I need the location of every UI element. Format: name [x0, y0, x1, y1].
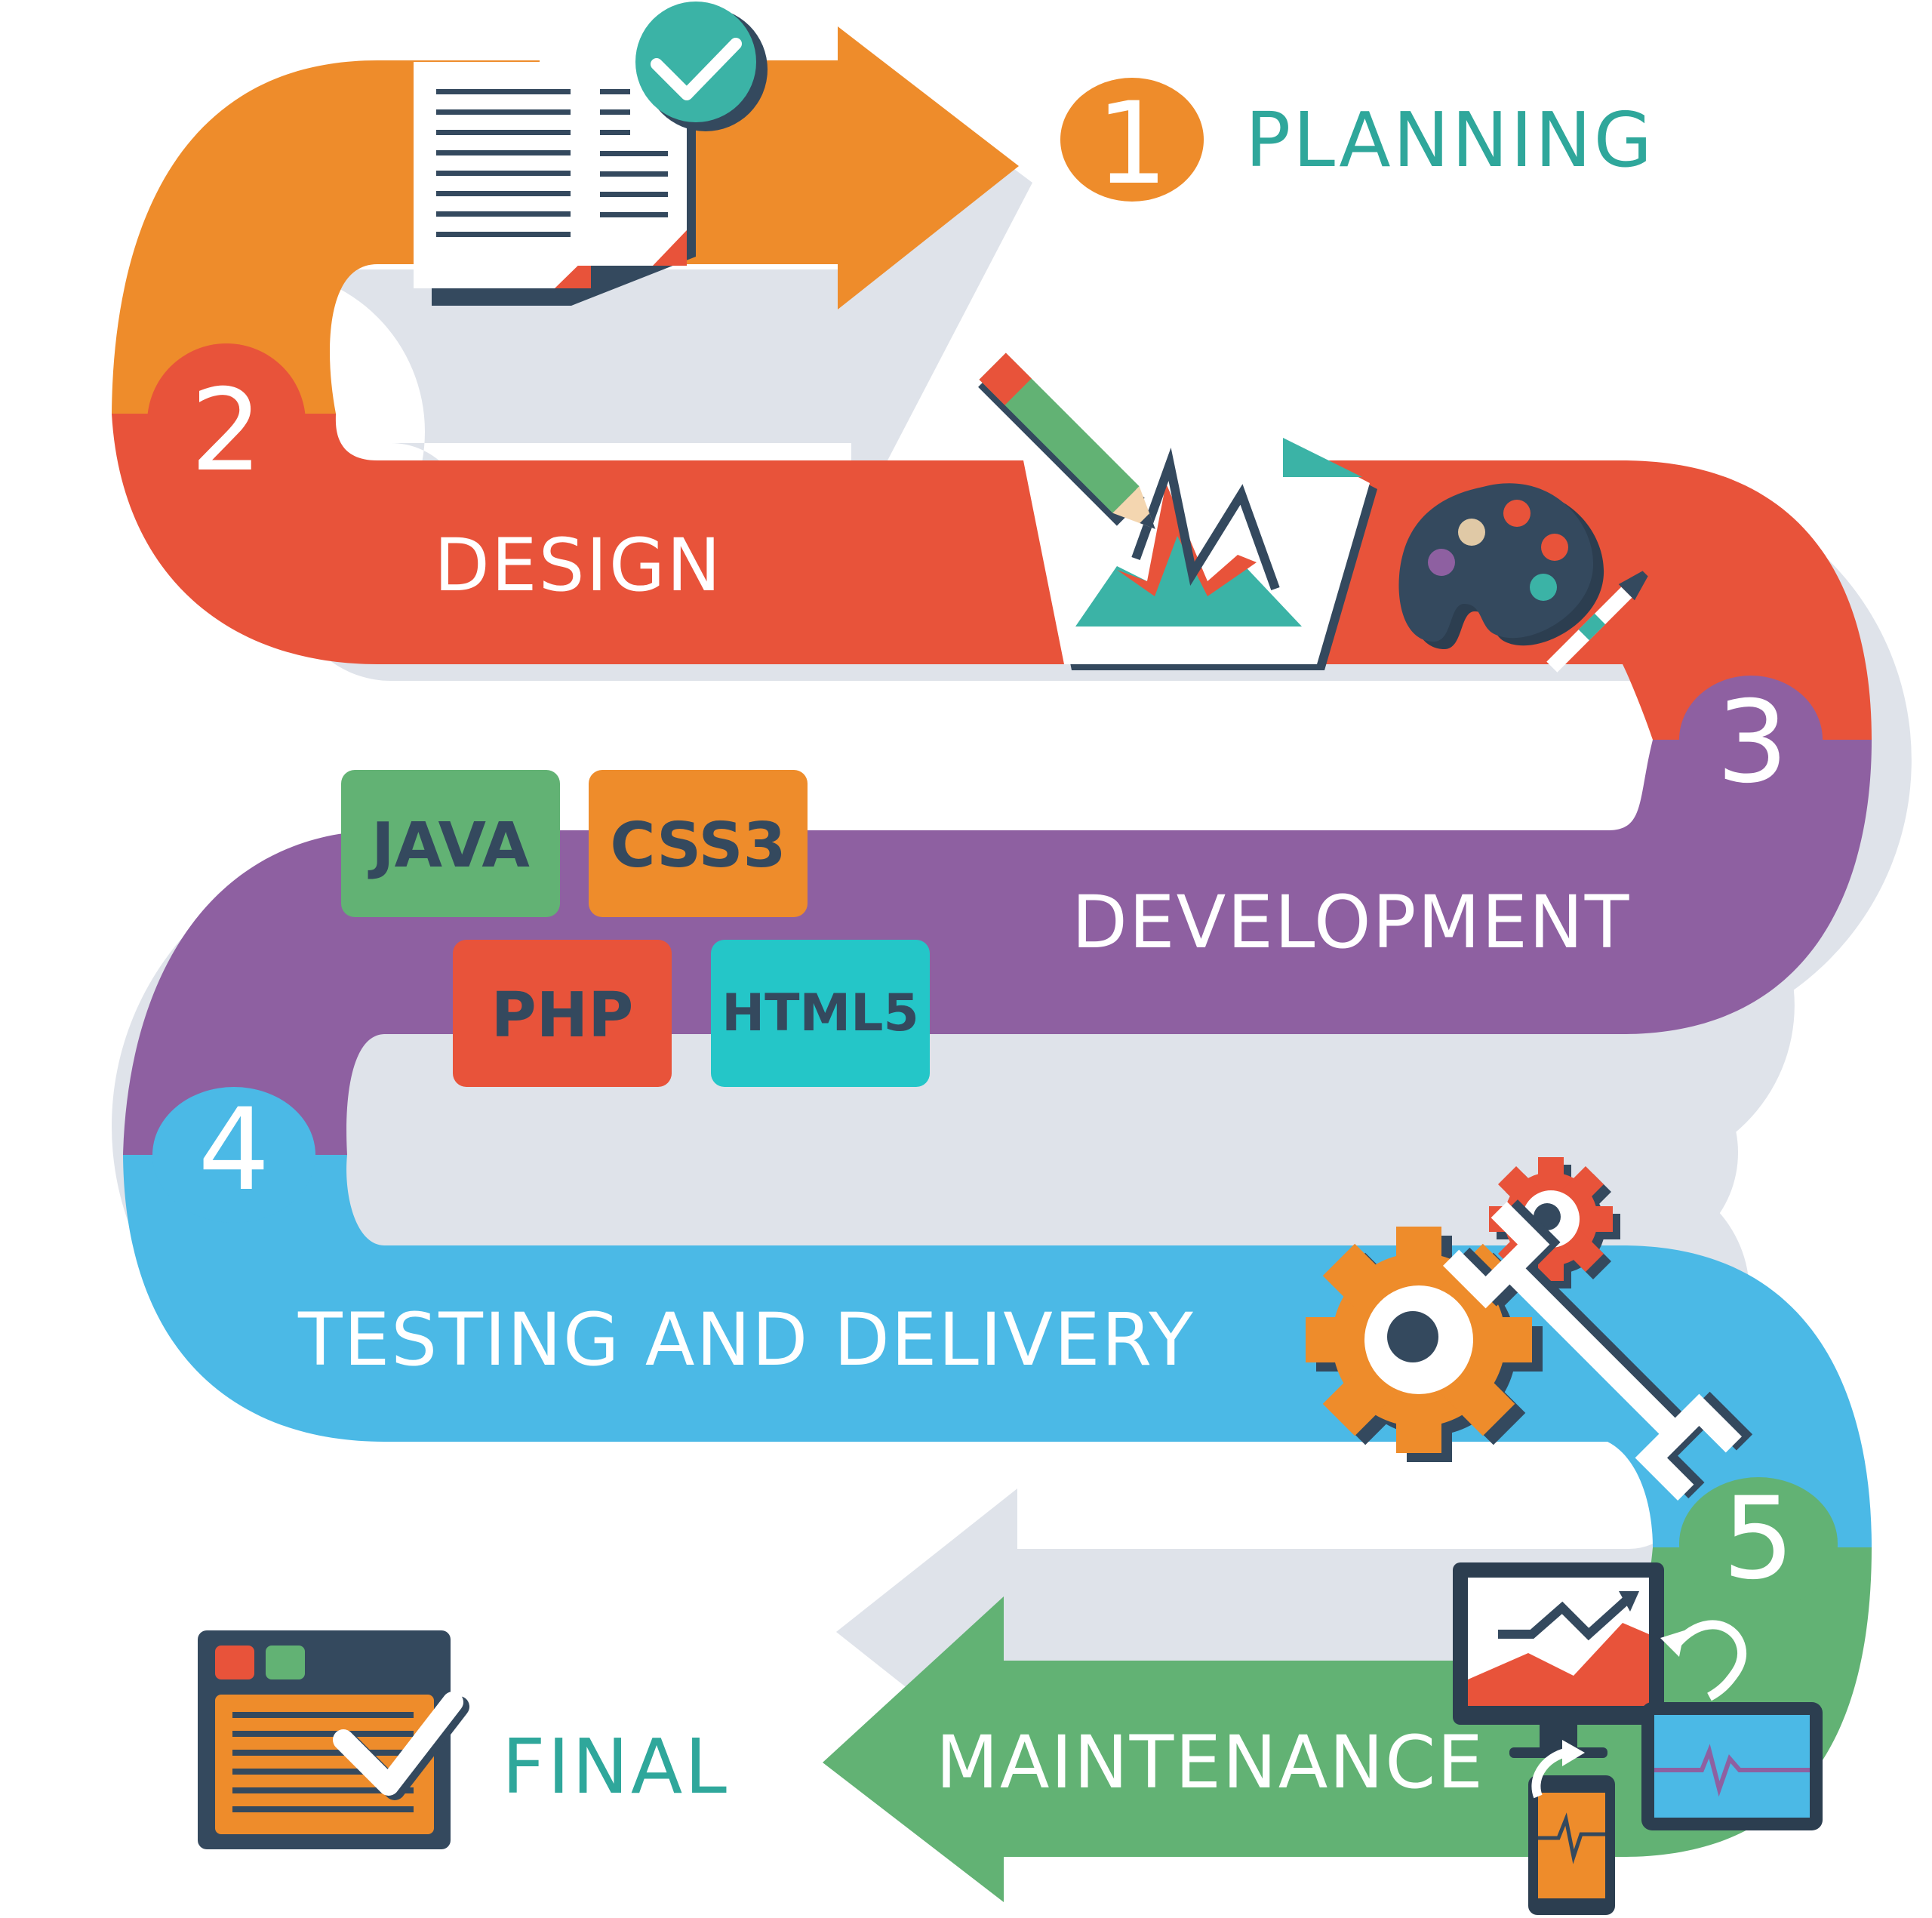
final-label: FINAL [502, 1723, 729, 1811]
tech-tag-css3-label: CSS3 [610, 810, 786, 882]
stage-5-number: 5 [1722, 1473, 1794, 1605]
gears-icon [1306, 1157, 1620, 1462]
number-4-bump [152, 1087, 315, 1223]
stage-2-label: DESIGN [434, 523, 722, 608]
number-2-bump [147, 343, 306, 414]
stage-3-label: DEVELOPMENT [1072, 880, 1630, 965]
stage-1-circle [1060, 78, 1204, 202]
tech-tag-php: PHP [453, 940, 672, 1087]
number-3-bump [1679, 676, 1823, 804]
paint-palette-icon [1398, 483, 1648, 673]
pencil-chart-icon [978, 353, 1377, 670]
stage-1-badge: 1 [1060, 78, 1204, 210]
tech-tag-css3: CSS3 [589, 770, 808, 917]
tech-tag-php-label: PHP [491, 980, 634, 1051]
stage-4-number: 4 [198, 1085, 269, 1216]
tech-tag-html5: HTML5 [711, 940, 930, 1087]
checklist-document-icon [414, 2, 768, 306]
devices-sync-icon [1453, 1562, 1823, 1915]
stage-1-label: PLANNING [1245, 96, 1654, 184]
wrench-icon [1443, 1199, 1753, 1501]
stage-3-number: 3 [1716, 677, 1788, 808]
design-band [112, 414, 1872, 740]
tech-tag-html5-label: HTML5 [721, 984, 919, 1043]
stage-2-number: 2 [190, 365, 262, 497]
browser-checklist-icon [198, 1630, 469, 1849]
stage-1-number: 1 [1096, 79, 1168, 210]
tech-tag-java-label: JAVA [368, 810, 530, 882]
stage-5-label: MAINTENANCE [936, 1720, 1484, 1805]
stage-4-label: TESTING AND DELIVERY [297, 1298, 1195, 1382]
development-band [123, 740, 1872, 1155]
number-5-bump [1679, 1477, 1838, 1610]
tech-tag-java: JAVA [341, 770, 560, 917]
